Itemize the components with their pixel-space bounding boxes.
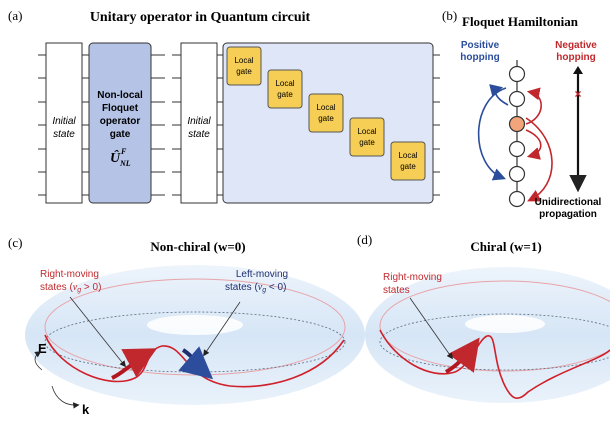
right-circuit: Initial state Local gate Local gate Loca… xyxy=(172,42,440,204)
right-initial-state-box xyxy=(180,42,218,204)
site-chain xyxy=(508,60,526,208)
operator-line3: operator xyxy=(100,116,141,127)
local-gate-5: Local gate xyxy=(390,141,426,181)
right-moving-line1-d: Right-moving xyxy=(383,272,442,283)
local-gate-4: Local gate xyxy=(349,117,385,157)
operator-line1: Non-local xyxy=(97,90,143,101)
left-initial-state-line2: state xyxy=(53,129,75,140)
left-circuit: Initial state Non-local Floquet operator… xyxy=(38,42,165,204)
panel-b-label: (b) xyxy=(442,8,457,23)
svg-text:Local: Local xyxy=(316,103,335,112)
panel-a: (a) Unitary operator in Quantum circuit … xyxy=(8,8,440,204)
svg-text:gate: gate xyxy=(359,138,375,147)
pointer-left-c xyxy=(203,301,241,357)
svg-text:Local: Local xyxy=(357,127,376,136)
site-2 xyxy=(508,90,526,108)
positive-hopping-line1: Positive xyxy=(461,40,500,51)
left-moving-arrow-c xyxy=(178,346,214,380)
site-5 xyxy=(508,165,526,183)
panel-d-label: (d) xyxy=(357,232,372,247)
right-moving-arrow-c xyxy=(111,348,158,380)
panel-d: (d) Chiral (w=1) Right-moving states xyxy=(357,232,610,403)
site-3 xyxy=(508,115,526,133)
right-moving-arrow-d xyxy=(444,337,480,374)
unidirectional-line2: propagation xyxy=(539,209,597,220)
operator-line2: Floquet xyxy=(102,103,139,114)
operator-symbol: Û F NL xyxy=(110,147,131,168)
torus-d xyxy=(365,267,610,403)
positive-hopping-line2: hopping xyxy=(460,52,499,63)
blocked-mark: × xyxy=(574,87,581,101)
dispersion-curve-d xyxy=(379,329,610,399)
svg-text:gate: gate xyxy=(400,162,416,171)
svg-text:states (vg > 0): states (vg > 0) xyxy=(40,282,101,294)
svg-text:Left-moving: Left-moving xyxy=(236,269,288,280)
svg-text:Local: Local xyxy=(234,56,253,65)
local-gate-2: Local gate xyxy=(267,69,303,109)
pointer-right-c xyxy=(69,296,126,368)
unidirectional-arrow: × xyxy=(569,66,587,193)
unidirectional-line1: Unidirectional xyxy=(535,197,602,208)
axis-e-label: E xyxy=(38,341,47,356)
local-gate-3: Local gate xyxy=(308,93,344,133)
svg-text:NL: NL xyxy=(119,159,131,168)
left-initial-state-box xyxy=(45,42,83,204)
svg-text:gate: gate xyxy=(277,90,293,99)
svg-text:F: F xyxy=(120,147,127,156)
site-1 xyxy=(508,65,526,83)
site-4 xyxy=(508,140,526,158)
svg-text:Local: Local xyxy=(275,79,294,88)
left-initial-state-line1: Initial xyxy=(52,116,76,127)
right-moving-line2-d: states xyxy=(383,285,410,296)
site-6 xyxy=(508,190,526,208)
svg-text:gate: gate xyxy=(236,67,252,76)
dispersion-curve-c xyxy=(44,334,345,388)
positive-hopping-arrows xyxy=(477,84,509,181)
right-initial-state-line1: Initial xyxy=(187,116,211,127)
panel-a-title: Unitary operator in Quantum circuit xyxy=(90,10,311,25)
negative-hopping-line2: hopping xyxy=(556,52,595,63)
panel-b: (b) Floquet Hamiltonian Positive hopping… xyxy=(442,8,602,220)
right-initial-state-line2: state xyxy=(188,129,210,140)
negative-hopping-line1: Negative xyxy=(555,40,597,51)
axis-k-label: k xyxy=(82,402,90,417)
panel-a-label: (a) xyxy=(8,8,22,23)
svg-text:gate: gate xyxy=(318,114,334,123)
svg-text:Local: Local xyxy=(398,151,417,160)
nonlocal-operator-box xyxy=(88,42,152,204)
panel-c: (c) Non-chiral (w=0) Right-moving states… xyxy=(8,235,365,417)
panel-c-title: Non-chiral (w=0) xyxy=(150,239,245,254)
right-moving-label-c: Right-moving states (vg > 0) xyxy=(40,269,101,294)
svg-text:states (vg < 0): states (vg < 0) xyxy=(225,282,286,294)
local-gates: Local gate Local gate Local gate Local g… xyxy=(226,46,426,181)
svg-text:Û: Û xyxy=(110,149,121,166)
panel-c-label: (c) xyxy=(8,235,22,250)
negative-hopping-arrows xyxy=(525,87,553,202)
pointer-right-d xyxy=(409,297,453,360)
panel-d-title: Chiral (w=1) xyxy=(470,239,541,254)
left-moving-label-c: Left-moving states (vg < 0) xyxy=(225,269,288,294)
panel-b-title: Floquet Hamiltonian xyxy=(462,14,579,29)
axes-c: E k xyxy=(34,341,90,417)
operator-line4: gate xyxy=(110,129,131,140)
torus-c xyxy=(25,265,365,405)
svg-text:Right-moving: Right-moving xyxy=(40,269,99,280)
local-gate-1: Local gate xyxy=(226,46,262,86)
